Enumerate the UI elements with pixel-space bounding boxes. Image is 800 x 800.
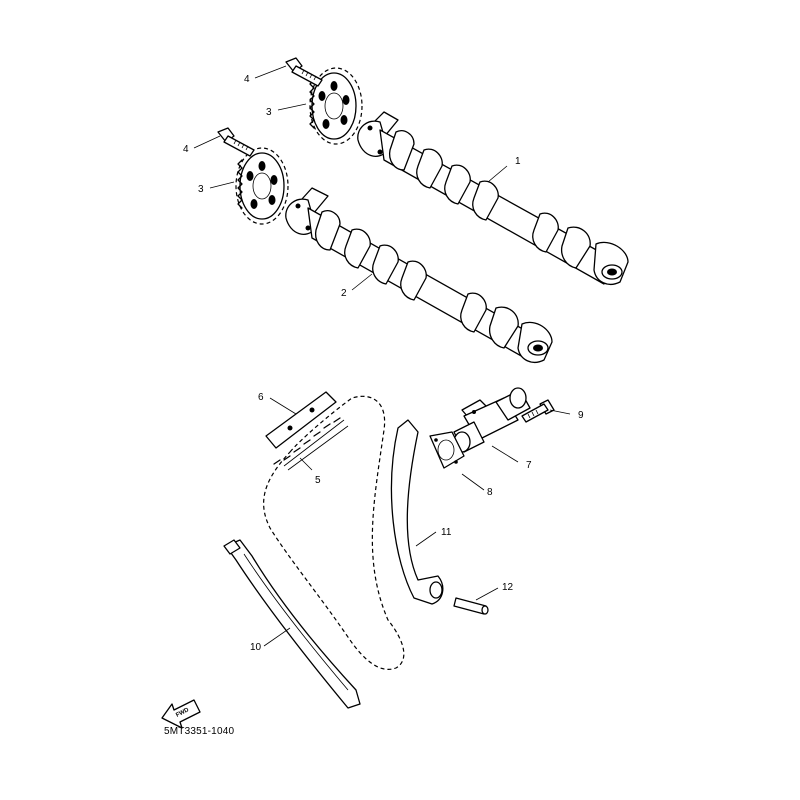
cam-chain xyxy=(263,395,405,670)
fwd-label: FWD xyxy=(175,707,190,719)
callout-3-lower: 3 xyxy=(198,184,204,195)
bolt-upper xyxy=(285,57,323,87)
sprocket-upper xyxy=(309,67,363,145)
callout-8: 8 xyxy=(487,487,493,498)
callout-4-lower: 4 xyxy=(183,144,189,155)
fwd-arrow-icon: FWD xyxy=(161,699,201,729)
callout-2: 2 xyxy=(341,288,347,299)
camshaft-lower xyxy=(285,187,553,363)
callout-6: 6 xyxy=(258,392,264,403)
callout-12: 12 xyxy=(502,582,514,593)
sprocket-lower xyxy=(235,147,289,225)
bolt-lower xyxy=(217,127,255,157)
callout-11: 11 xyxy=(441,527,452,538)
chain-guide-tensioner-side xyxy=(390,419,444,605)
callout-5: 5 xyxy=(315,475,321,486)
callout-numbers: 1 2 3 3 4 4 5 6 7 8 9 10 11 12 xyxy=(183,74,584,653)
callout-3-upper: 3 xyxy=(266,107,272,118)
callout-1: 1 xyxy=(515,156,521,167)
guide-pin xyxy=(453,597,489,615)
callout-4-upper: 4 xyxy=(244,74,250,85)
tensioner-gasket xyxy=(429,431,465,469)
chain-tensioner xyxy=(453,387,531,453)
diagram-part-code: 5MT3351-1040 xyxy=(164,726,235,737)
chain-guide-intake-side xyxy=(223,539,361,709)
leader-lines xyxy=(193,65,571,647)
callout-9: 9 xyxy=(578,410,584,421)
callout-10: 10 xyxy=(250,642,262,653)
chain-guide-top xyxy=(265,391,337,449)
camshaft-upper xyxy=(357,111,629,285)
callout-7: 7 xyxy=(526,460,532,471)
